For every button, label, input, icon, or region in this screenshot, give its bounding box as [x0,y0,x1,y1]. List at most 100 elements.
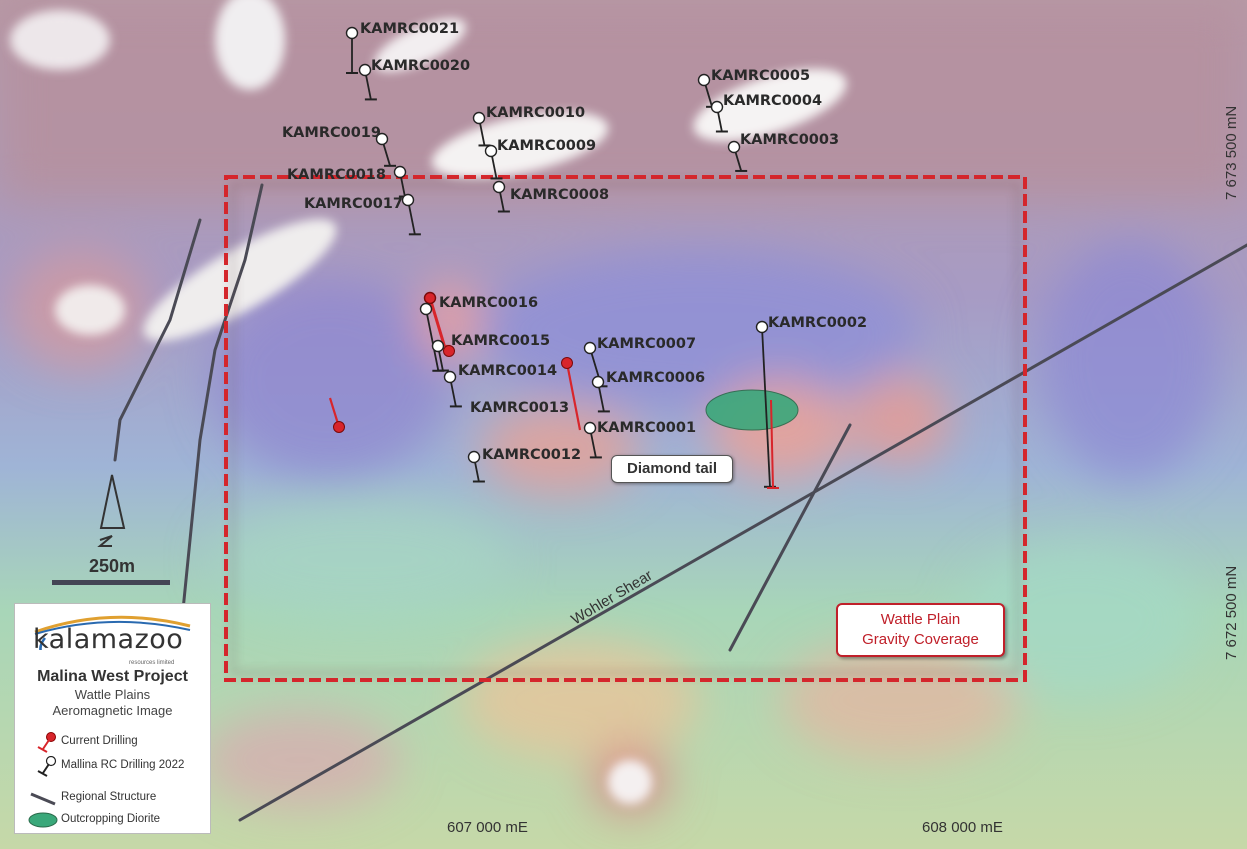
legend-item-current-drilling: Current Drilling [15,732,210,753]
drill-collar-marker [472,111,486,125]
northing-label-7672500: 7 672 500 mN [1223,566,1240,660]
drill-hole-label: KAMRC0005 [711,68,810,84]
drill-collar-marker [345,26,359,40]
drill-collar-marker [431,339,445,353]
drill-collar-marker [710,100,724,114]
drill-hole-label: KAMRC0019 [282,125,381,141]
company-logo: kalamazoo resources limited [15,610,210,672]
drill-collar-marker [484,144,498,158]
magnetic-anomalies [0,0,1247,815]
drill-trace [761,326,771,487]
wohler-shear-line [238,243,1247,822]
drill-hole: KAMRC0019 [282,125,397,167]
regional-structures [113,183,1247,822]
drill-hole-label: KAMRC0010 [486,105,585,121]
outcropping-diorite-icon [28,812,58,828]
gravity-callout-line2: Gravity Coverage [862,631,979,648]
drill-hole: KAMRC0017 [304,193,421,236]
drill-hole-label: KAMRC0020 [371,58,470,74]
easting-label-607000: 607 000 mE [447,819,528,836]
drill-hole-label: KAMRC0008 [510,187,609,203]
drill-trace [428,297,446,347]
drill-hole-label: KAMRC0004 [723,93,822,109]
legend-item-outcropping-diorite: Outcropping Diorite [15,810,210,830]
legend-subtitle-2: Aeromagnetic Image [52,703,173,718]
drill-hole: KAMRC0012 [467,447,581,483]
drill-collar-marker [727,140,741,154]
current-drill-hole [328,397,345,433]
drill-hole: KAMRC0013 [443,370,569,416]
drill-hole-label: KAMRC0015 [451,333,550,349]
current-drill-hole [443,345,455,357]
legend-item-regional-structure: Regional Structure [15,788,210,808]
drill-collar-marker [467,450,481,464]
drill-hole: KAMRC0005 [697,68,810,108]
map-legend: kalamazoo resources limited Malina West … [14,603,211,834]
northing-label-7673500: 7 673 500 mN [1223,106,1240,200]
drill-hole-label: KAMRC0016 [439,295,538,311]
drill-collar-marker [443,370,457,384]
drill-hole-label: KAMRC0018 [287,167,386,183]
drill-hole-label: KAMRC0017 [304,196,403,212]
drill-hole: KAMRC0021 [345,21,459,74]
drill-hole: KAMRC0002 [755,315,867,488]
drill-hole-label: KAMRC0021 [360,21,459,37]
drill-hole-label: KAMRC0003 [740,132,839,148]
drill-hole: KAMRC0001 [583,420,696,459]
drill-collar-marker [358,63,372,77]
drill-hole-label: KAMRC0007 [597,336,696,352]
drill-hole: KAMRC0009 [484,138,596,180]
rc-drilling-icon [37,756,57,777]
drill-hole-label: KAMRC0012 [482,447,581,463]
gravity-coverage-callout: Wattle Plain Gravity Coverage [836,603,1005,657]
drill-collar-marker [583,421,597,435]
drill-trace [425,308,440,371]
gravity-coverage-box [224,175,1027,682]
scale-label: 250m [88,556,136,576]
legend-label: Outcropping Diorite [61,813,161,825]
legend-item-rc-drilling: Mallina RC Drilling 2022 [15,756,210,777]
drill-collar-marker [443,345,455,357]
drill-collar-marker [697,73,711,87]
legend-label: Mallina RC Drilling 2022 [61,759,185,771]
legend-label: Regional Structure [61,791,157,803]
diamond-tail-callout: Diamond tail [611,455,733,483]
drill-hole-label: KAMRC0013 [470,400,569,416]
drill-hole-label: KAMRC0009 [497,138,596,154]
drill-hole-label: KAMRC0001 [597,420,696,436]
drill-hole: KAMRC0003 [727,132,839,172]
scale-bar [52,580,170,585]
drill-collar-marker [419,302,433,316]
drill-hole: KAMRC0010 [472,105,585,147]
north-arrow-icon [97,474,126,547]
drill-collar-marker [423,291,437,305]
drill-hole: KAMRC0008 [492,180,609,213]
diamond-tail-trace [770,399,774,489]
legend-label: Current Drilling [61,735,138,747]
gravity-callout-line1: Wattle Plain [880,611,961,628]
current-drill-hole [561,357,582,431]
drill-hole: KAMRC0018 [287,165,411,198]
logo-text: kalamazoo [33,624,184,655]
easting-label-608000: 608 000 mE [922,819,1003,836]
drill-collar-marker [591,375,605,389]
current-drilling-icon [37,732,56,753]
drill-hole: KAMRC0006 [591,370,705,413]
high-anomalies [10,0,847,804]
drill-holes: KAMRC0021KAMRC0020KAMRC0005KAMRC0004KAMR… [282,21,867,489]
drill-collar-marker [393,165,407,179]
drill-hole-label: KAMRC0002 [768,315,867,331]
drill-collar-marker [561,357,573,369]
drill-collar-marker [401,193,415,207]
drill-collar-marker [583,341,597,355]
legend-title: Malina West Project [37,668,188,685]
drill-collar-marker [375,132,389,146]
drill-collar-marker [333,421,345,433]
logo-subtext: resources limited [129,660,175,666]
drill-hole: KAMRC0014 [431,339,557,379]
drill-trace [565,362,582,431]
drill-hole-label: KAMRC0014 [458,363,557,379]
drill-hole: KAMRC0004 [710,93,822,133]
